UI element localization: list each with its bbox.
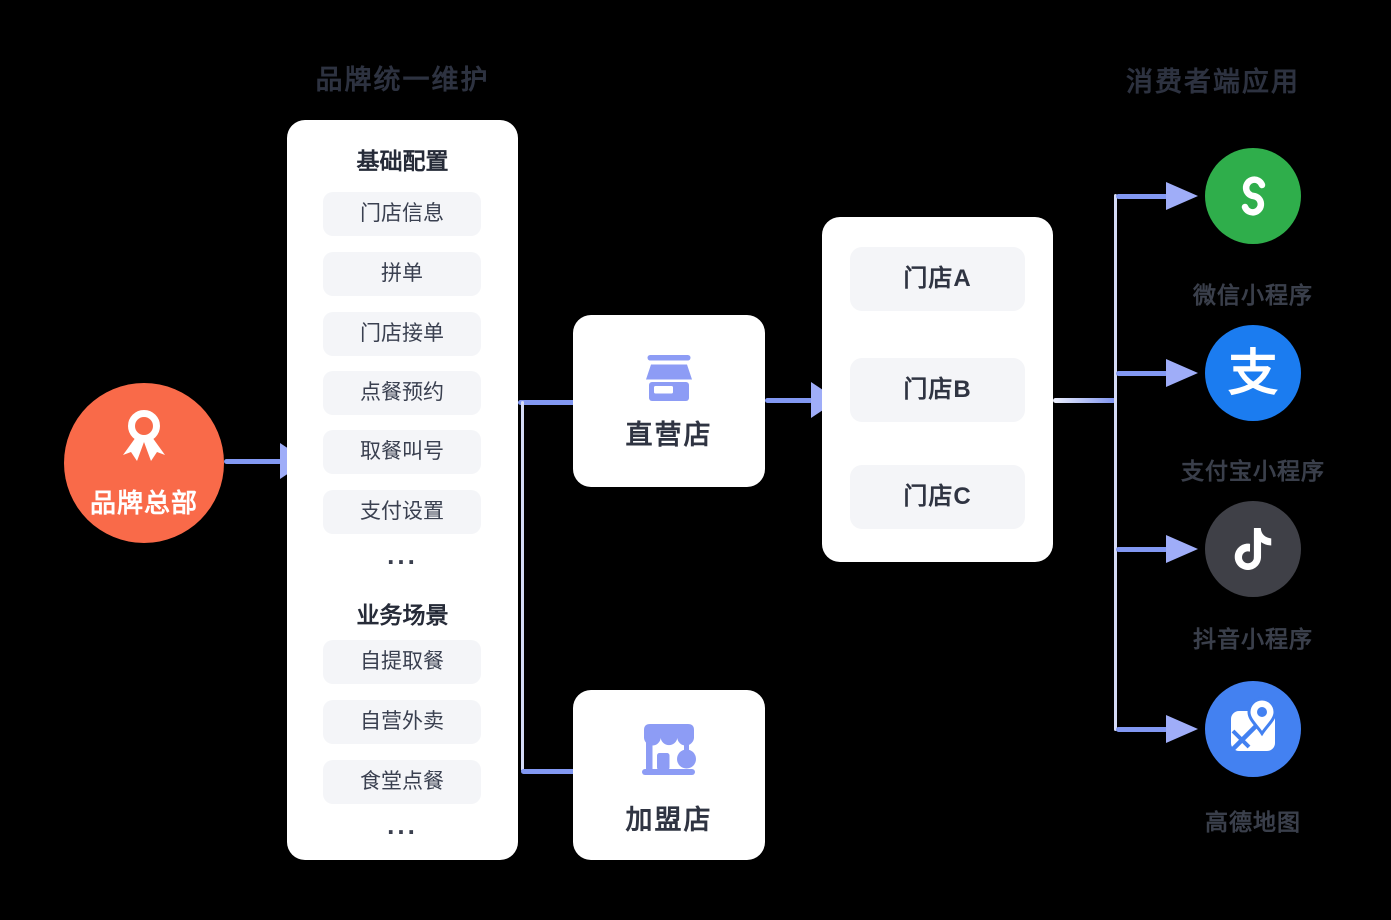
connector-to-amap-arrowhead (1166, 715, 1198, 743)
storefront-icon (646, 355, 692, 401)
connector-to-douyin-line (1116, 547, 1168, 552)
connector-to-alipay-arrowhead (1166, 359, 1198, 387)
config-item-store-accept: 门店接单 (323, 312, 481, 356)
config-item-canteen-order: 食堂点餐 (323, 760, 481, 804)
business-ellipsis: ... (387, 810, 418, 840)
connector-to-wechat-arrowhead (1166, 182, 1198, 210)
amap-icon (1231, 697, 1277, 751)
alipay-label: 支付宝小程序 (1181, 458, 1325, 484)
business-scene-header: 业务场景 (356, 602, 449, 628)
config-item-reservation: 点餐预约 (323, 371, 481, 415)
connector-direct-to-branches-line (765, 398, 813, 403)
connector-to-wechat-line (1116, 194, 1168, 199)
wechat-miniprogram-label: 微信小程序 (1193, 282, 1313, 308)
brand-hq-label: 品牌总部 (89, 488, 198, 518)
brand-maintenance-title: 品牌统一维护 (315, 65, 490, 95)
branch-stores-card: 门店A 门店B 门店C (822, 217, 1053, 562)
config-item-self-pickup: 自提取餐 (323, 640, 481, 684)
connector-config-trunk (521, 401, 524, 771)
alipay-icon: 支 (1228, 345, 1278, 401)
branch-store-a: 门店A (850, 247, 1025, 311)
wechat-miniprogram-icon (1241, 176, 1266, 216)
connector-config-to-direct-line (518, 400, 580, 405)
market-stall-icon (642, 724, 696, 775)
franchise-store-label: 加盟店 (625, 805, 713, 835)
brand-hq-node: 品牌总部 (64, 383, 224, 543)
wechat-miniprogram-node (1205, 148, 1301, 244)
config-item-self-delivery: 自营外卖 (323, 700, 481, 744)
connector-brand-to-config-line (224, 459, 282, 464)
basic-ellipsis: ... (387, 540, 418, 570)
config-card: 基础配置 门店信息 拼单 门店接单 点餐预约 取餐叫号 支付设置 ... 业务场… (287, 120, 518, 860)
connector-to-alipay-line (1116, 371, 1168, 376)
douyin-node (1205, 501, 1301, 597)
connector-branches-to-trunk-line (1053, 398, 1116, 403)
direct-store-label: 直营店 (625, 420, 713, 450)
alipay-node: 支 (1205, 325, 1301, 421)
connector-apps-trunk (1114, 194, 1117, 731)
config-item-group-order: 拼单 (323, 252, 481, 296)
config-item-store-info: 门店信息 (323, 192, 481, 236)
medal-icon (123, 410, 165, 461)
douyin-icon (1234, 528, 1272, 571)
config-item-pickup-call: 取餐叫号 (323, 430, 481, 474)
basic-config-header: 基础配置 (356, 148, 449, 174)
connector-to-amap-line (1116, 727, 1168, 732)
amap-node (1205, 681, 1301, 777)
connector-to-douyin-arrowhead (1166, 535, 1198, 563)
franchise-store-node: 加盟店 (573, 690, 765, 860)
direct-store-node: 直营店 (573, 315, 765, 487)
branch-store-c: 门店C (850, 465, 1025, 529)
consumer-apps-title: 消费者端应用 (1126, 67, 1300, 97)
amap-label: 高德地图 (1205, 809, 1301, 835)
branch-store-b: 门店B (850, 358, 1025, 422)
douyin-label: 抖音小程序 (1193, 626, 1313, 652)
connector-config-to-franchise-line (521, 769, 586, 774)
config-item-payment: 支付设置 (323, 490, 481, 534)
